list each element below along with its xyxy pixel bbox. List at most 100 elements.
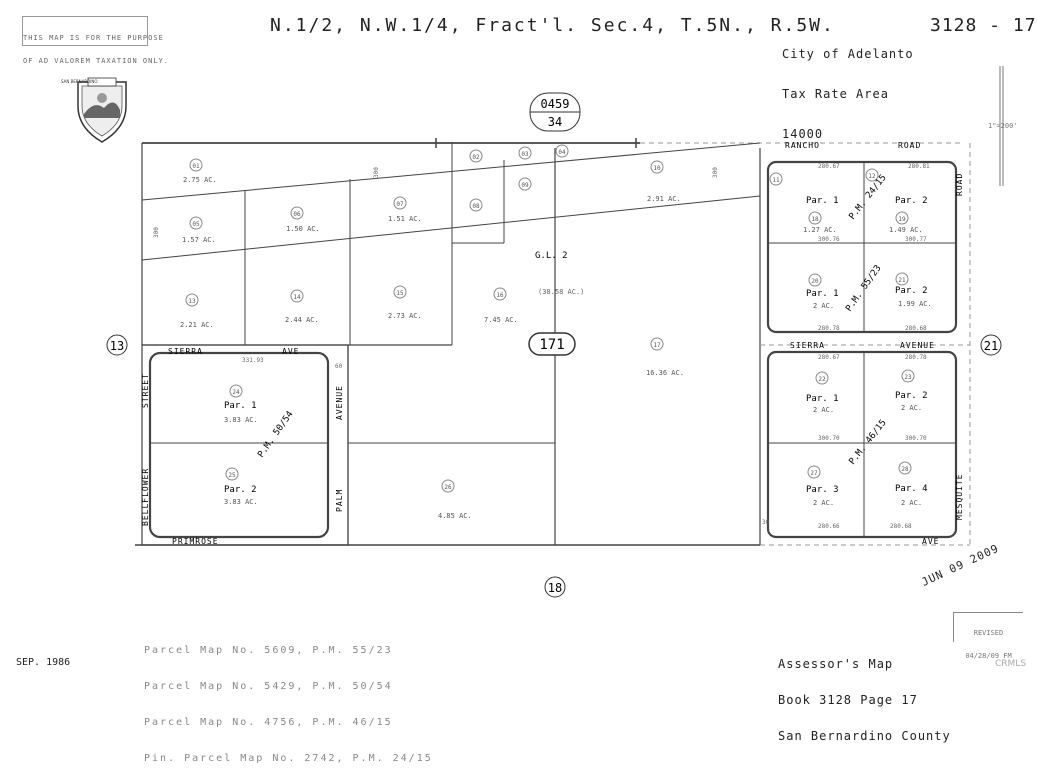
parcel-number-10: 10 bbox=[653, 165, 661, 172]
assessor-block: Assessor's Map Book 3128 Page 17 San Ber… bbox=[778, 634, 951, 754]
parcel-circle-17 bbox=[650, 337, 664, 351]
assessor-line-3: San Bernardino County bbox=[778, 729, 951, 743]
parcel-acres-27: 2 AC. bbox=[813, 499, 834, 507]
dim-300-c: 300 bbox=[712, 167, 719, 178]
ref-east: 21 bbox=[984, 339, 998, 353]
parcel-number-28: 28 bbox=[901, 466, 909, 473]
pm-50-54-label: P.M. 50/54 bbox=[256, 410, 295, 460]
parcel-circle-04 bbox=[555, 144, 569, 158]
north-scale: 1"=200' bbox=[988, 122, 1018, 130]
street-rancho: RANCHO bbox=[785, 141, 820, 150]
parcel-number-11: 11 bbox=[772, 177, 780, 184]
city-name: City of Adelanto bbox=[782, 47, 914, 62]
parcel-circle-08 bbox=[469, 198, 483, 212]
parcel-circle-15 bbox=[393, 285, 407, 299]
parcel-number-26: 26 bbox=[444, 484, 452, 491]
revised-label: REVISED bbox=[973, 629, 1004, 638]
parcel-acres-14: 2.44 AC. bbox=[285, 316, 319, 324]
sep-date: SEP. 1986 bbox=[16, 657, 71, 668]
street-road-vertical: ROAD bbox=[955, 173, 964, 196]
ref-center-oval bbox=[528, 332, 576, 356]
parcel-circle-23 bbox=[901, 369, 915, 383]
revised-date: 04/28/09 FM bbox=[965, 652, 1012, 661]
parcel-circle-16 bbox=[493, 287, 507, 301]
parcel-map-line-4: Pin. Parcel Map No. 2742, P.M. 24/15 bbox=[144, 753, 433, 764]
parcel-map-line-3: Parcel Map No. 4756, P.M. 46/15 bbox=[144, 717, 393, 728]
parcel-circle-05 bbox=[189, 216, 203, 230]
dim-280-81: 280.81 bbox=[908, 163, 930, 170]
par1-west: Par. 1 bbox=[224, 401, 257, 411]
pm-24-15-boundary bbox=[766, 160, 958, 334]
par2-mid: Par. 2 bbox=[895, 286, 928, 296]
ref-south-circle bbox=[544, 576, 566, 598]
parcel-number-09: 09 bbox=[521, 182, 529, 189]
par3-lower: Par. 3 bbox=[806, 485, 839, 495]
parcel-acres-07: 1.51 AC. bbox=[388, 215, 422, 223]
parcel-number-17: 17 bbox=[653, 342, 661, 349]
parcel-map-list: Parcel Map No. 5609, P.M. 55/23 Parcel M… bbox=[144, 621, 433, 777]
county-seal-icon: SAN BERNARDINO bbox=[55, 58, 130, 165]
parcel-circle-27 bbox=[807, 465, 821, 479]
parcel-circle-11 bbox=[769, 172, 783, 186]
parcel-acres-19: 1.49 AC. bbox=[889, 226, 923, 234]
parcel-circle-28 bbox=[898, 461, 912, 475]
par2-upper: Par. 2 bbox=[895, 196, 928, 206]
dim-280-68-b: 280.68 bbox=[890, 523, 912, 530]
parcel-acres-24: 3.83 AC. bbox=[224, 416, 258, 424]
parcel-number-15: 15 bbox=[396, 290, 404, 297]
parcel-acres-01: 2.75 AC. bbox=[183, 176, 217, 184]
ref-east-circle bbox=[980, 334, 1002, 356]
parcel-number-25: 25 bbox=[228, 472, 236, 479]
dim-280-67-b: 280.67 bbox=[818, 354, 840, 361]
street-mesquite-ave: AVE bbox=[922, 537, 939, 546]
parcel-acres-15: 2.73 AC. bbox=[388, 312, 422, 320]
street-sierra-west: SIERRA bbox=[168, 347, 203, 356]
par2-lower: Par. 2 bbox=[895, 391, 928, 401]
parcel-acres-21: 1.99 AC. bbox=[898, 300, 932, 308]
parcel-acres-25: 3.83 AC. bbox=[224, 498, 258, 506]
revised-box: REVISED 04/28/09 FM bbox=[953, 612, 1023, 660]
gl2-acres: (38.58 AC.) bbox=[538, 288, 584, 296]
dim-60: 60 bbox=[335, 363, 343, 370]
parcel-number-22: 22 bbox=[818, 376, 826, 383]
assessor-line-1: Assessor's Map bbox=[778, 657, 894, 671]
tax-rate-area-label: Tax Rate Area bbox=[782, 86, 889, 101]
parcel-number-21: 21 bbox=[898, 277, 906, 284]
ref-book-page-circle bbox=[529, 92, 581, 132]
assessor-line-2: Book 3128 Page 17 bbox=[778, 693, 918, 707]
dim-280-67-a: 280.67 bbox=[818, 163, 840, 170]
dim-280-78-a: 280.78 bbox=[818, 325, 840, 332]
street-street: STREET bbox=[141, 373, 150, 408]
parcel-acres-18: 1.27 AC. bbox=[803, 226, 837, 234]
par4-lower: Par. 4 bbox=[895, 484, 928, 494]
dim-300-70-b: 300.70 bbox=[905, 435, 927, 442]
parcel-number-19: 19 bbox=[898, 216, 906, 223]
parcel-circle-09 bbox=[518, 177, 532, 191]
parcel-circle-06 bbox=[290, 206, 304, 220]
parcel-number-04: 04 bbox=[558, 149, 566, 156]
parcel-number-06: 06 bbox=[293, 211, 301, 218]
dim-300-70-a: 300.70 bbox=[818, 435, 840, 442]
parcel-map-line-1: Parcel Map No. 5609, P.M. 55/23 bbox=[144, 645, 393, 656]
city-block: City of Adelanto Tax Rate Area 14000 bbox=[782, 22, 914, 154]
pm-24-15-label: P.M. 24/15 bbox=[847, 173, 888, 222]
dim-280-66: 280.66 bbox=[818, 523, 840, 530]
parcel-acres-10: 2.91 AC. bbox=[647, 195, 681, 203]
parcel-acres-16: 7.45 AC. bbox=[484, 316, 518, 324]
watermark: CRMLS bbox=[995, 659, 1027, 669]
par1-lower: Par. 1 bbox=[806, 394, 839, 404]
par1-upper: Par. 1 bbox=[806, 196, 839, 206]
parcel-number-03: 03 bbox=[521, 151, 529, 158]
parcel-circle-19 bbox=[895, 211, 909, 225]
dim-280-68-a: 280.68 bbox=[905, 325, 927, 332]
parcel-acres-20: 2 AC. bbox=[813, 302, 834, 310]
dim-300-a: 300 bbox=[373, 167, 380, 178]
parcel-circle-01 bbox=[189, 158, 203, 172]
parcel-number-07: 07 bbox=[396, 201, 404, 208]
par1-mid: Par. 1 bbox=[806, 289, 839, 299]
parcel-number-23: 23 bbox=[904, 374, 912, 381]
dim-300-b: 300 bbox=[153, 227, 160, 238]
parcel-circle-03 bbox=[518, 146, 532, 160]
parcel-circle-10 bbox=[650, 160, 664, 174]
parcel-circle-18 bbox=[808, 211, 822, 225]
